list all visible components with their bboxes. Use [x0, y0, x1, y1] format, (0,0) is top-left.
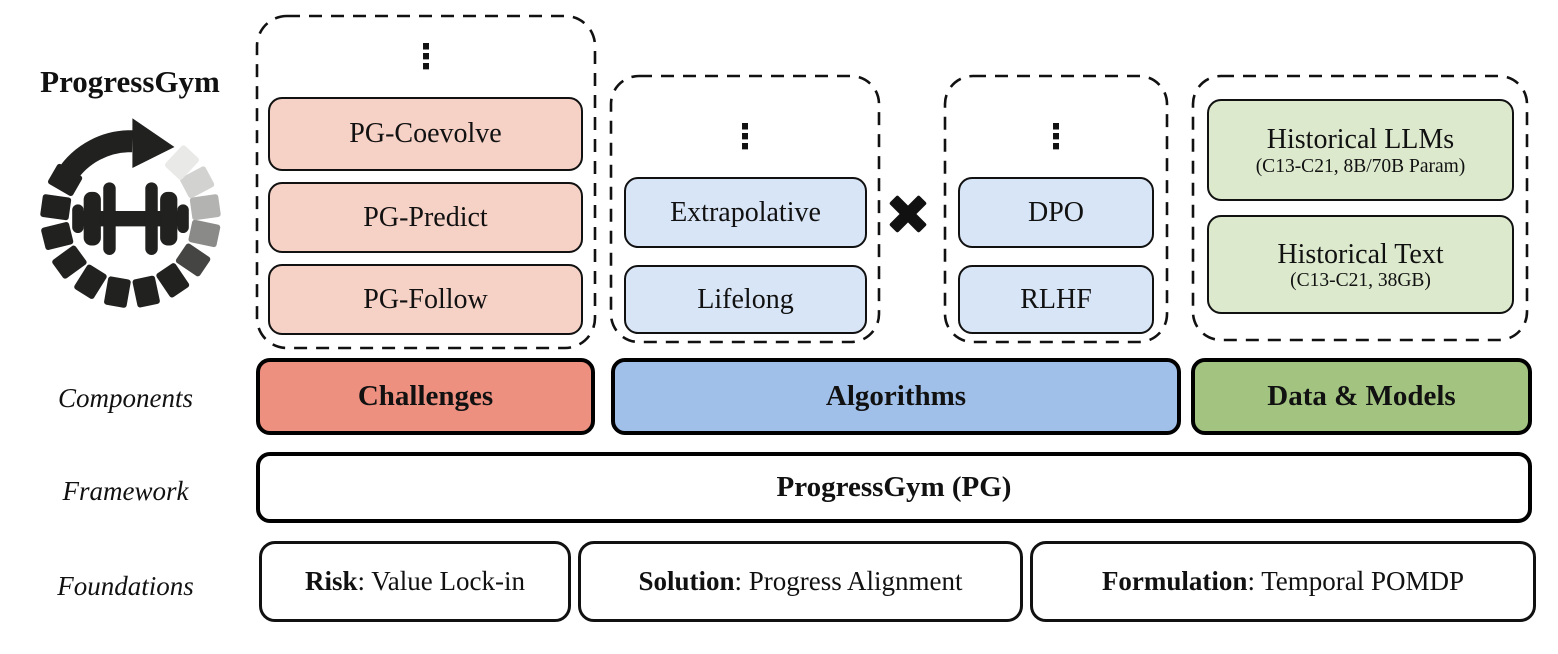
foundation-formulation-box: Formulation: Temporal POMDP [1030, 541, 1536, 622]
algorithm-extrapolative: Extrapolative [624, 177, 867, 248]
historical-llms-title: Historical LLMs [1266, 124, 1455, 156]
foundation-solution-box: Solution: Progress Alignment [578, 541, 1023, 622]
challenges-ellipsis: ⋮ [409, 37, 443, 77]
foundation-risk-desc: : Value Lock-in [357, 566, 525, 596]
algorithm-dpo: DPO [958, 177, 1154, 248]
framework-row-label: Framework [62, 476, 189, 506]
foundation-risk-box: Risk: Value Lock-in [259, 541, 571, 622]
foundation-risk-term: Risk [305, 566, 358, 596]
dumbbell-icon [72, 182, 189, 255]
cross-product-icon [889, 195, 927, 233]
components-algorithms: Algorithms [611, 358, 1181, 435]
historical-text-box: Historical Text (C13-C21, 38GB) [1207, 215, 1514, 314]
components-challenges: Challenges [256, 358, 595, 435]
progressgym-wordmark: ProgressGym [40, 64, 220, 99]
components-row-label: Components [58, 383, 193, 413]
historical-llms-box: Historical LLMs (C13-C21, 8B/70B Param) [1207, 99, 1514, 201]
foundation-solution-desc: : Progress Alignment [734, 566, 963, 596]
algorithm-lifelong: Lifelong [624, 265, 867, 334]
logo-arrow [57, 118, 175, 183]
challenge-pg-coevolve: PG-Coevolve [268, 97, 583, 171]
foundation-formulation-desc: : Temporal POMDP [1247, 566, 1465, 596]
foundation-formulation-term: Formulation [1101, 566, 1248, 596]
algorithm-rlhf: RLHF [958, 265, 1154, 334]
historical-text-title: Historical Text [1277, 238, 1444, 270]
framework-progressgym-box: ProgressGym (PG) [256, 452, 1532, 523]
foundations-row-label: Foundations [57, 571, 194, 601]
challenge-pg-predict: PG-Predict [268, 182, 583, 253]
historical-llms-subtitle: (C13-C21, 8B/70B Param) [1255, 155, 1466, 177]
algorithm-families-ellipsis: ⋮ [728, 117, 762, 157]
progressgym-logo-icon [40, 118, 221, 308]
algorithm-methods-ellipsis: ⋮ [1039, 117, 1073, 157]
historical-text-subtitle: (C13-C21, 38GB) [1290, 270, 1431, 292]
logo-ring [40, 145, 221, 308]
components-data-models: Data & Models [1191, 358, 1532, 435]
foundation-solution-term: Solution [638, 566, 735, 596]
challenge-pg-follow: PG-Follow [268, 264, 583, 335]
